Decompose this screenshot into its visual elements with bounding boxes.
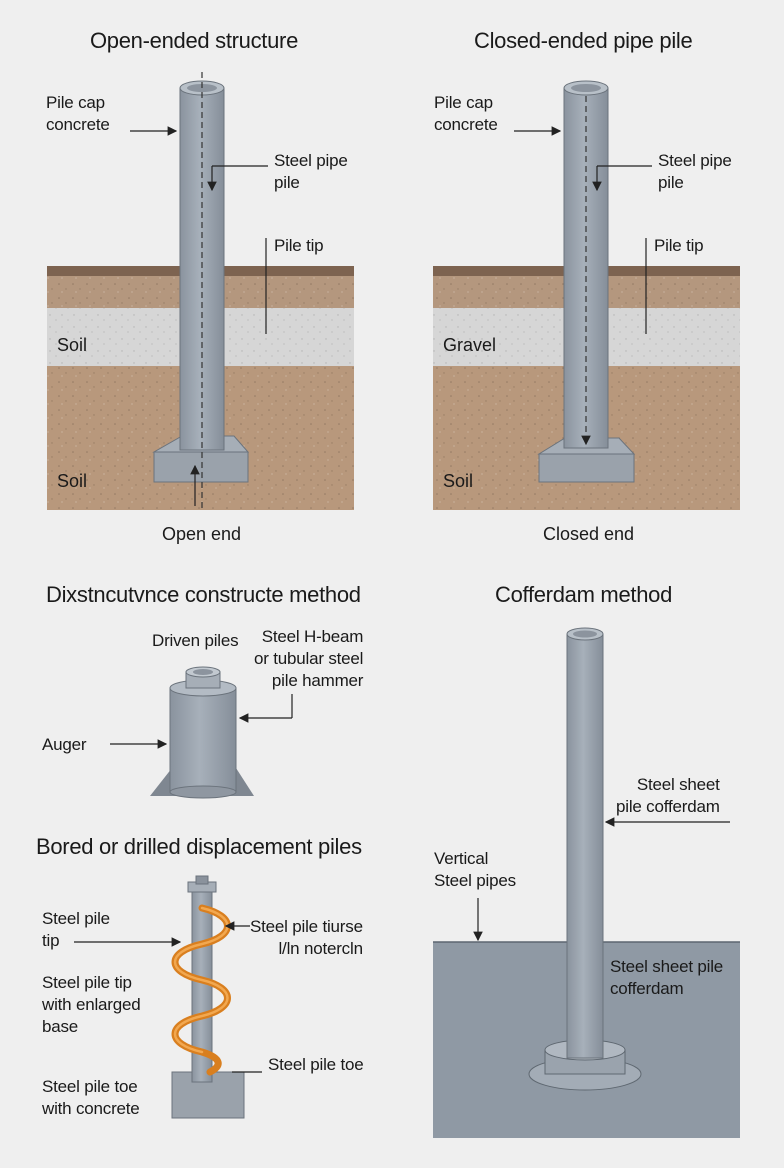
cofferdam-vertical-label: Vertical Steel pipes: [434, 848, 516, 892]
cofferdam-water-label: Steel sheet pile cofferdam: [610, 956, 723, 1000]
closed-ended-caption: Closed end: [543, 524, 635, 544]
closed-ended-pipe-label: Steel pipe pile: [658, 150, 732, 194]
label-line: pile hammer: [271, 671, 364, 690]
label-line: pile cofferdam: [616, 797, 720, 816]
open-ended-layer-mid: Soil: [57, 335, 88, 355]
closed-ended-tip-label: Pile tip: [654, 236, 704, 255]
closed-ended-leaders: [514, 126, 652, 334]
bored-tiurse-label: Steel pile tiurse l/ln notercln: [250, 916, 363, 960]
label-line: Steel sheet pile: [610, 957, 724, 976]
label-line: Vertical: [434, 849, 489, 868]
hbeam-label: Steel H-beam or tubular steel pile hamme…: [254, 626, 363, 692]
label-line: with concrete: [42, 1099, 140, 1118]
bored-leaders: [74, 921, 262, 1073]
label-line: or tubular steel: [254, 649, 364, 668]
label-line: Steel sheet: [636, 775, 720, 794]
label-line: Pile cap: [434, 93, 493, 112]
open-ended-title: Open-ended structure: [90, 28, 299, 53]
bored-toe-label: Steel pile toe: [268, 1055, 364, 1074]
label-line: Steel H-beam: [261, 627, 364, 646]
construction-leaders: [110, 694, 293, 749]
label-line: cofferdam: [610, 979, 684, 998]
label-line: Steel pile tip: [42, 973, 132, 992]
driven-piles-label: Driven piles: [152, 631, 239, 650]
closed-ended-pipe: [563, 80, 609, 449]
open-ended-pipe: [179, 72, 225, 508]
bored-toe-concrete-label: Steel pile toe with concrete: [42, 1076, 140, 1120]
cofferdam-leaders: [473, 817, 730, 942]
cofferdam-pipe: [528, 627, 642, 1091]
driven-pile-drum: [150, 666, 254, 799]
open-ended-pipe-label: Steel pipe pile: [274, 150, 348, 194]
label-line: Steel pile toe: [42, 1077, 138, 1096]
label-line: base: [42, 1017, 79, 1036]
closed-ended-cap-label: Pile cap concrete: [434, 92, 498, 136]
label-line: Steel pile tiurse: [250, 917, 363, 936]
open-ended-layer-bottom: Soil: [57, 471, 88, 491]
bored-tip-label: Steel pile tip: [42, 908, 110, 952]
label-line: Steel pipe: [658, 151, 732, 170]
open-ended-cap-label: Pile cap concrete: [46, 92, 110, 136]
open-ended-leaders: [130, 126, 268, 506]
label-line: pile: [274, 173, 300, 192]
closed-ended-layer-bottom: Soil: [443, 471, 474, 491]
closed-ended-title: Closed-ended pipe pile: [474, 28, 693, 53]
construction-title: Dixstncutvnce constructe method: [46, 582, 361, 607]
label-line: concrete: [46, 115, 110, 134]
open-ended-tip-label: Pile tip: [274, 236, 324, 255]
label-line: pile: [658, 173, 684, 192]
closed-ended-layer-mid: Gravel: [443, 335, 497, 355]
cofferdam-sheet-label: Steel sheet pile cofferdam: [616, 774, 720, 818]
label-line: l/ln notercln: [278, 939, 363, 958]
bored-enlarged-label: Steel pile tip with enlarged base: [42, 972, 141, 1038]
open-ended-caption: Open end: [162, 524, 242, 544]
helical-pile: [171, 875, 245, 1119]
label-line: with enlarged: [42, 995, 141, 1014]
label-line: Steel pile: [42, 909, 110, 928]
open-ended-footing: [152, 435, 250, 483]
label-line: Steel pipe: [274, 151, 348, 170]
label-line: tip: [42, 931, 60, 950]
label-line: concrete: [434, 115, 498, 134]
bored-title: Bored or drilled displacement piles: [36, 834, 362, 859]
auger-label: Auger: [42, 735, 87, 754]
label-line: Pile cap: [46, 93, 105, 112]
label-line: Steel pipes: [434, 871, 516, 890]
cofferdam-title: Cofferdam method: [495, 582, 673, 607]
